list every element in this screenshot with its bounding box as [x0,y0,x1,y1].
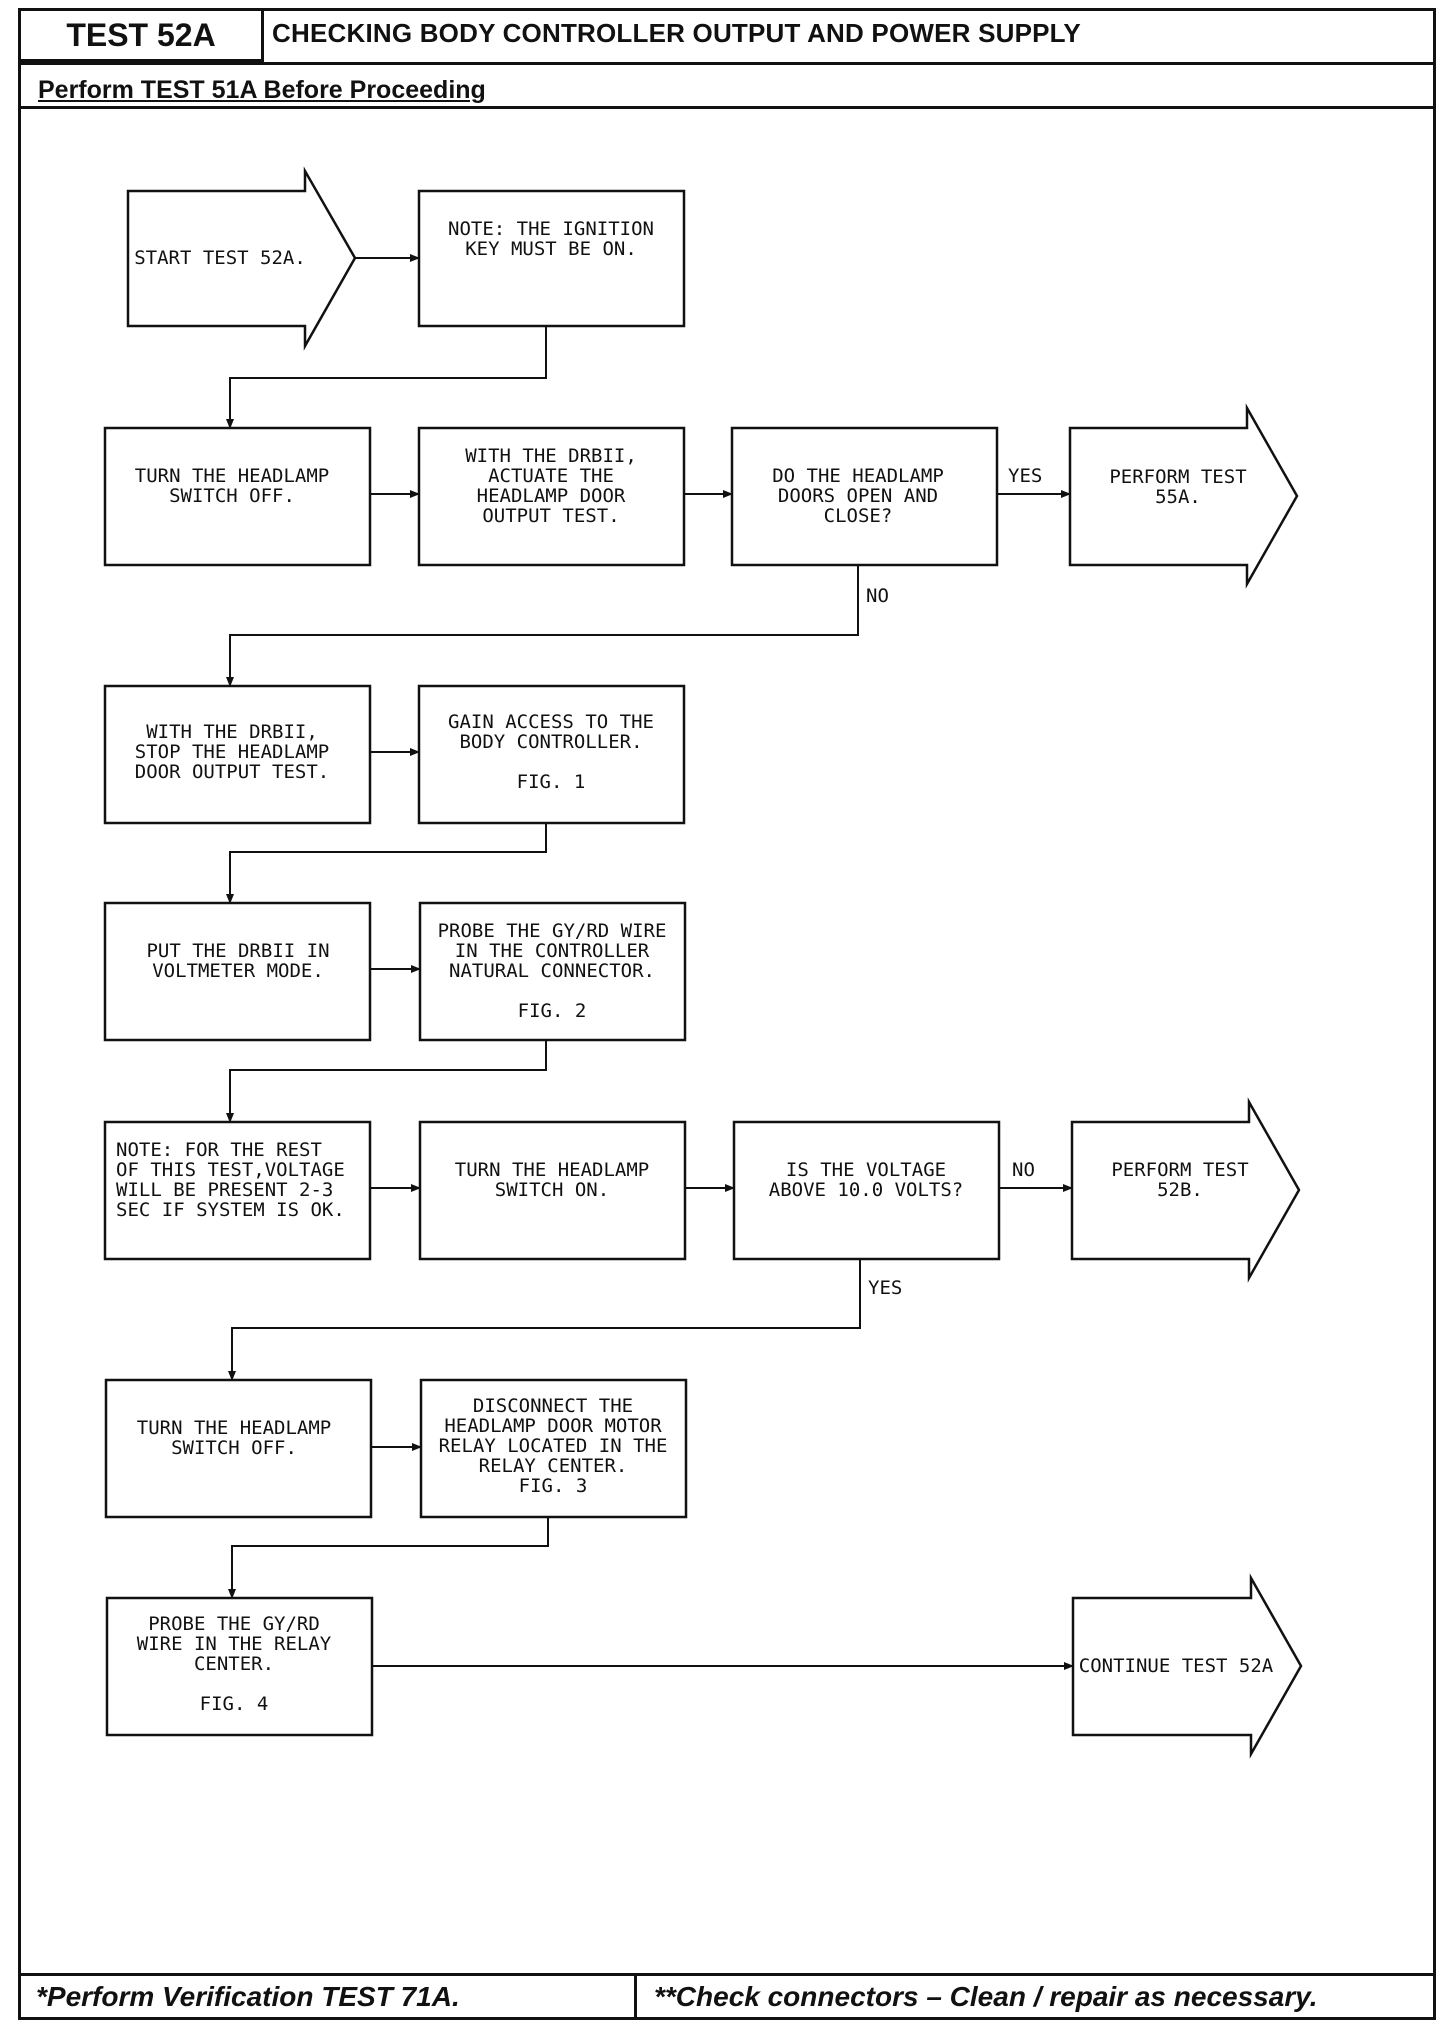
node-text-line: WITH THE DRBII, [146,721,318,743]
node-text-line: CLOSE? [824,505,893,527]
node-text-line: VOLTMETER MODE. [152,960,324,982]
voltmeter-box [103,901,372,1042]
node-text-line: SEC IF SYSTEM IS OK. [116,1199,345,1221]
node-text-line: HEADLAMP DOOR [477,485,626,507]
footer-verification-note: *Perform Verification TEST 71A. [36,1981,460,2012]
node-text-line: DISCONNECT THE [473,1395,633,1417]
node-text-line: DOOR OUTPUT TEST. [135,761,329,783]
node-text-line: BODY CONTROLLER. [459,731,642,753]
node-text-line: WIRE IN THE RELAY [137,1633,332,1655]
header-divider [18,62,1436,65]
start-arrow-shape [126,166,357,351]
node-text-line: START TEST 52A. [134,247,306,269]
perform-52b-arrow-shape [1070,1097,1301,1283]
node-text-line: HEADLAMP DOOR MOTOR [444,1415,662,1437]
node-text-line: TURN THE HEADLAMP [455,1159,649,1181]
node-text-line: WILL BE PRESENT 2-3 [116,1179,333,1201]
node-text-line: FIG. 4 [200,1693,269,1715]
footer-connector-note: **Check connectors – Clean / repair as n… [654,1981,1318,2012]
continue-arrow-shape [1071,1573,1303,1759]
node-text-line: CENTER. [194,1653,274,1675]
branch-label-voltage-no: NO [1012,1159,1035,1181]
node-text-line: STOP THE HEADLAMP [135,741,329,763]
subheader-divider [18,106,1436,109]
node-text-line: SWITCH OFF. [169,485,295,507]
note-voltage-box [103,1120,372,1261]
page-frame [18,8,1436,2020]
node-text-line: WITH THE DRBII, [465,445,637,467]
node-text-line: NATURAL CONNECTOR. [449,960,655,982]
footer-divider [18,1973,1436,1976]
node-text-line: NOTE: THE IGNITION [448,218,654,240]
node-text-line: SWITCH OFF. [171,1437,297,1459]
node-text-line: RELAY LOCATED IN THE [439,1435,668,1457]
node-text-line: TURN THE HEADLAMP [137,1417,331,1439]
connector-gain-voltmeter [226,823,547,904]
start-text: START TEST 52A. [134,247,306,269]
gain-access-box [417,684,686,825]
footer-column-divider [634,1973,637,2020]
turn-off-1-box [103,426,372,567]
node-text-line: ABOVE 10.0 VOLTS? [769,1179,963,1201]
node-text-line: RELAY CENTER. [479,1455,628,1477]
node-text-line: 55A. [1155,486,1201,508]
node-text-line: IS THE VOLTAGE [786,1159,946,1181]
perform-55a-arrow-shape [1068,403,1299,589]
node-text-line: FIG. 1 [517,771,586,793]
test-id-box: TEST 52A [18,8,264,62]
node-text-line: PROBE THE GY/RD [148,1613,320,1635]
node-text-line: FIG. 2 [518,1000,587,1022]
branch-label-doors-yes: YES [1008,465,1042,487]
node-text-line: 52B. [1157,1179,1203,1201]
node-text-line: OF THIS TEST,VOLTAGE [116,1159,345,1181]
node-text-line: IN THE CONTROLLER [455,940,650,962]
continue-text: CONTINUE TEST 52A [1079,1655,1274,1677]
connector-probe-note [226,1040,547,1123]
node-text-line: KEY MUST BE ON. [465,238,637,260]
connector-question-yes [228,1259,861,1381]
node-text-line: DO THE HEADLAMP [772,465,944,487]
stop-test-box [103,684,372,825]
branch-label-voltage-yes: YES [868,1277,902,1299]
node-text-line: OUTPUT TEST. [482,505,619,527]
node-text-line: CONTINUE TEST 52A [1079,1655,1274,1677]
node-text-line: PERFORM TEST [1109,466,1246,488]
node-text-line: PERFORM TEST [1111,1159,1248,1181]
node-text-line: GAIN ACCESS TO THE [448,711,654,733]
connector-disconnect-probe [228,1517,549,1599]
page-title: CHECKING BODY CONTROLLER OUTPUT AND POWE… [272,18,1081,48]
connector-question-no [226,565,859,687]
connector-note-turnoff [226,326,547,429]
node-text-line: PROBE THE GY/RD WIRE [438,920,667,942]
node-text-line: NOTE: FOR THE REST [116,1139,322,1161]
turn-off-2-box [104,1378,373,1519]
node-text-line: TURN THE HEADLAMP [135,465,329,487]
node-text-line: ACTUATE THE [488,465,614,487]
node-text-line: DOORS OPEN AND [778,485,938,507]
node-text-line: PUT THE DRBII IN [146,940,329,962]
prerequisite-note: Perform TEST 51A Before Proceeding [38,76,486,104]
node-text-line: SWITCH ON. [495,1179,609,1201]
node-text-line: FIG. 3 [519,1475,588,1497]
branch-label-doors-no: NO [866,585,889,607]
